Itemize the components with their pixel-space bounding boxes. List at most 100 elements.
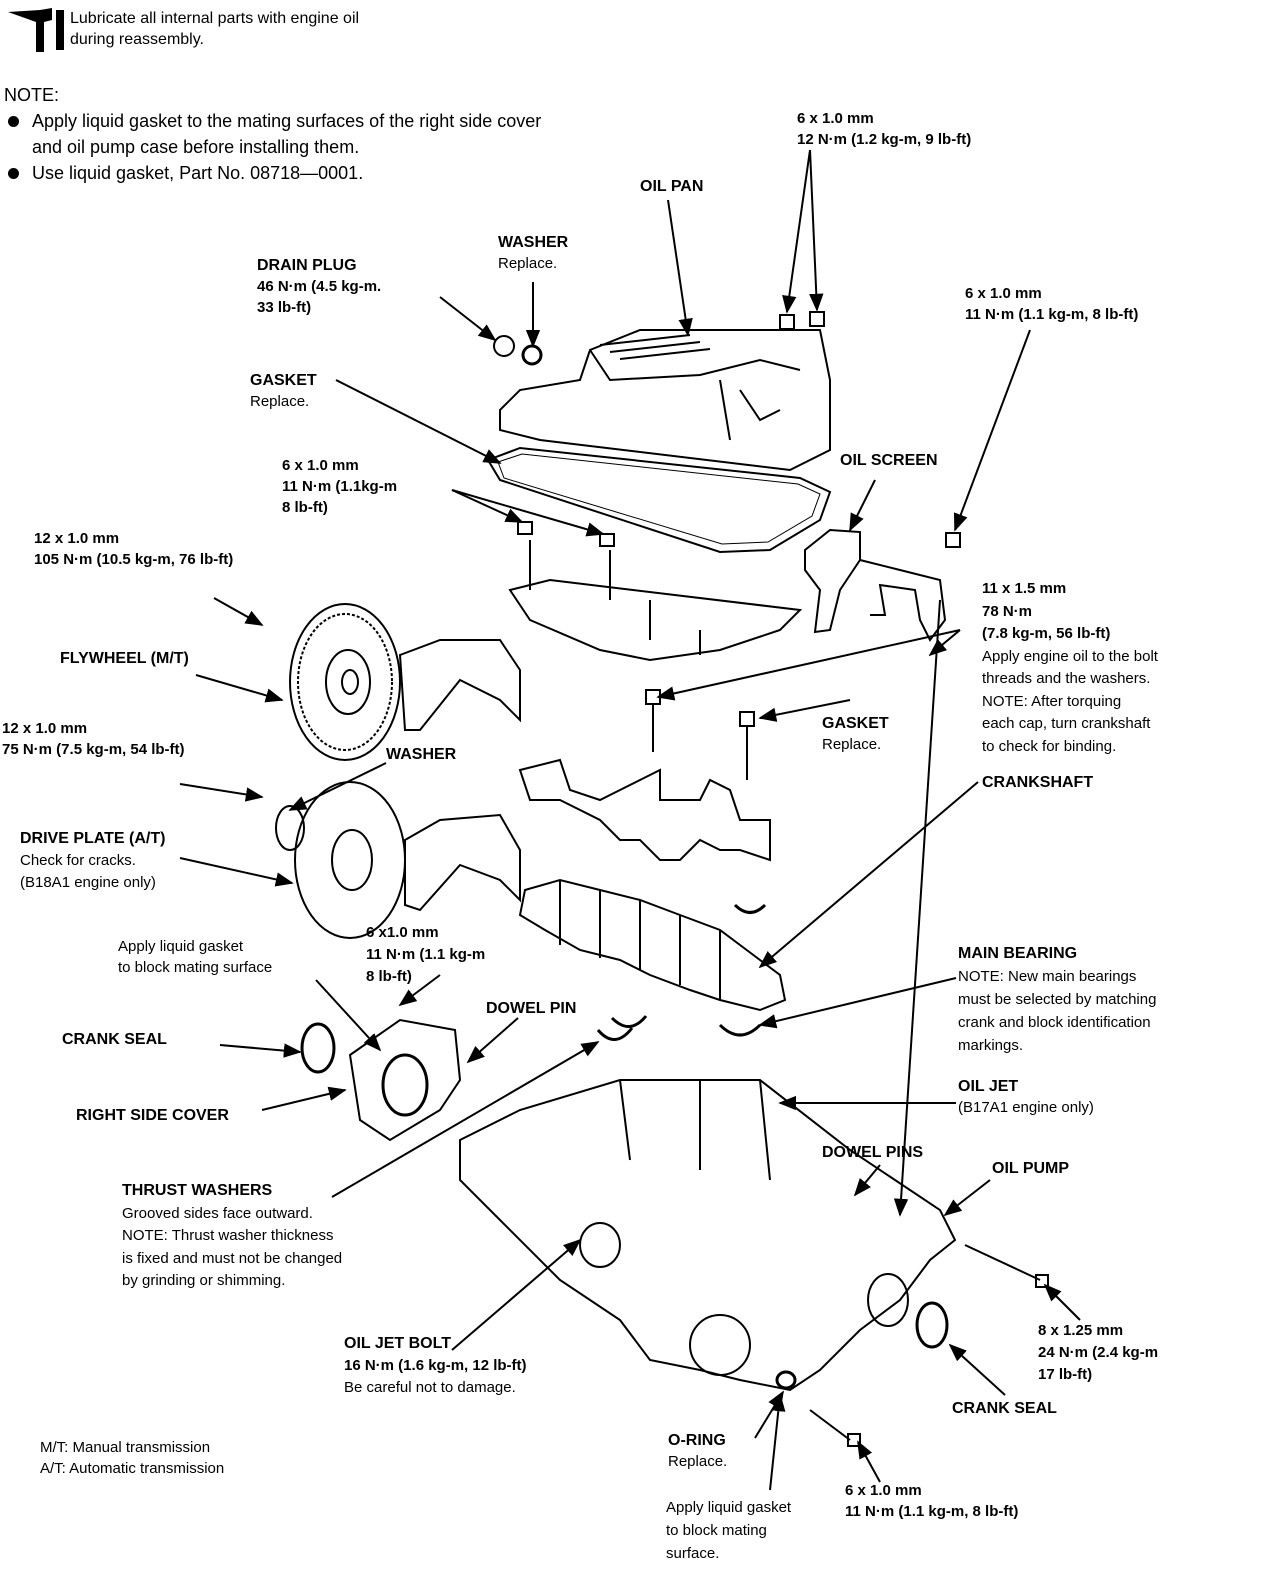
bolt-top-b-torque: 11 N·m (1.1 kg-m, 8 lb-ft) (965, 306, 1139, 323)
cap-bolt-torque-alt: (7.8 kg-m, 56 lb-ft) (982, 625, 1111, 642)
baffle-plate (508, 540, 803, 662)
crank-seal-left-title: CRANK SEAL (62, 1031, 167, 1048)
oil-jet-bolt-torque: 16 N·m (1.6 kg-m, 12 lb-ft) (344, 1357, 527, 1374)
label-oil-pan: OIL PAN (640, 176, 703, 197)
main-bearing-caps (518, 758, 771, 862)
label-bolt-top-a: 6 x 1.0 mm 12 N·m (1.2 kg-m, 9 lb-ft) (797, 108, 971, 150)
drain-plug-title: DRAIN PLUG (257, 257, 357, 274)
bolt-bottom-size: 6 x 1.0 mm (845, 1482, 922, 1499)
label-o-ring: O-RING Replace. (668, 1430, 727, 1472)
o-ring-note: Replace. (668, 1453, 728, 1470)
lubricate-line-1: Lubricate all internal parts with engine… (70, 10, 360, 27)
apply-gasket-left-1: Apply liquid gasket (118, 938, 244, 955)
note-title: NOTE: (4, 85, 60, 105)
apply-gasket-bottom-1: Apply liquid gasket (666, 1499, 792, 1516)
label-oil-pump: OIL PUMP (992, 1158, 1069, 1179)
oil-jet-bolt-title: OIL JET BOLT (344, 1335, 451, 1352)
thrust-washers-note-2: NOTE: Thrust washer thickness (122, 1227, 334, 1244)
main-bearing-note-3: crank and block identification (958, 1014, 1151, 1031)
cap-bolt-note-3: to check for binding. (982, 737, 1117, 755)
flywheel (289, 603, 401, 761)
main-bearing-upper (733, 903, 767, 914)
thrust-washers-note-1: Grooved sides face outward. (122, 1204, 313, 1222)
thrust-washers-note-4: by grinding or shimming. (122, 1272, 286, 1289)
bolt-pan-torque: 11 N·m (1.1kg-m (282, 478, 398, 495)
oil-jet-bolt-caution: Be careful not to damage. (344, 1379, 516, 1396)
drain-washer (521, 344, 543, 366)
label-apply-gasket-bottom: Apply liquid gasket to block mating surf… (666, 1496, 791, 1565)
crank-seal-right-title: CRANK SEAL (952, 1400, 1057, 1417)
bolt-pan-size: 6 x 1.0 mm (282, 457, 359, 474)
label-cap-bolt: 11 x 1.5 mm 78 N·m (7.8 kg-m, 56 lb-ft) … (982, 578, 1158, 758)
thrust-washers-note-3: is fixed and must not be changed (122, 1249, 343, 1267)
leader-lines (179, 149, 1081, 1491)
bolt-cover-size: 6 x1.0 mm (366, 924, 439, 941)
washer-top-title: WASHER (498, 234, 569, 251)
note-block: NOTE: Apply liquid gasket to the mating … (4, 82, 564, 186)
bolt-12-105-size: 12 x 1.0 mm (34, 530, 120, 547)
main-bearing-note-4: markings. (958, 1037, 1024, 1054)
label-gasket-screen: GASKET Replace. (822, 713, 889, 755)
label-crank-seal-right: CRANK SEAL (952, 1398, 1057, 1419)
cap-bolt-note-2: each cap, turn crankshaft (982, 715, 1151, 732)
label-drain-plug: DRAIN PLUG 46 N·m (4.5 kg-m. 33 lb-ft) (257, 255, 381, 318)
lubricate-line-2: during reassembly. (70, 31, 204, 48)
label-bolt-12-105: 12 x 1.0 mm 105 N·m (10.5 kg-m, 76 lb-ft… (34, 528, 233, 570)
label-apply-gasket-left: Apply liquid gasket to block mating surf… (118, 936, 272, 978)
legend-at: A/T: Automatic transmission (40, 1460, 225, 1477)
label-drive-plate: DRIVE PLATE (A/T) Check for cracks. (B18… (20, 828, 165, 894)
crank-seal-left (300, 1022, 336, 1074)
label-crankshaft: CRANKSHAFT (982, 772, 1093, 793)
thrust-washers-title: THRUST WASHERS (122, 1182, 273, 1199)
right-side-cover-title: RIGHT SIDE COVER (76, 1107, 229, 1124)
crankshaft (518, 878, 787, 1012)
oil-screen-title: OIL SCREEN (840, 452, 938, 469)
cap-bolts (645, 689, 755, 780)
label-thrust-washers: THRUST WASHERS Grooved sides face outwar… (122, 1180, 342, 1293)
drive-plate-engine: (B18A1 engine only) (20, 874, 156, 891)
crank-seal-right (915, 1301, 949, 1349)
dowel-pins-title: DOWEL PINS (822, 1144, 924, 1161)
rear-cover-lower (404, 813, 521, 912)
label-oil-jet-bolt: OIL JET BOLT 16 N·m (1.6 kg-m, 12 lb-ft)… (344, 1333, 527, 1399)
bolt-12-75-torque: 75 N·m (7.5 kg-m, 54 lb-ft) (2, 741, 185, 758)
gasket-pan-title: GASKET (250, 372, 317, 389)
bolt-pump-torque-lbft: 17 lb-ft) (1038, 1366, 1093, 1383)
drain-plug (493, 335, 515, 357)
bolt-cover-torque: 11 N·m (1.1 kg-m (366, 946, 486, 963)
gasket-pan-note: Replace. (250, 393, 310, 410)
label-main-bearing: MAIN BEARING NOTE: New main bearings mus… (958, 942, 1156, 1057)
washer-top-note: Replace. (498, 255, 558, 272)
bolt-12-75-size: 12 x 1.0 mm (2, 720, 88, 737)
drive-plate-title: DRIVE PLATE (A/T) (20, 830, 166, 847)
label-bolt-pan: 6 x 1.0 mm 11 N·m (1.1kg-m 8 lb-ft) (282, 455, 397, 518)
washer-mid-title: WASHER (386, 746, 457, 763)
cap-bolt-instruction-1: Apply engine oil to the bolt (982, 647, 1158, 665)
oil-jet-title: OIL JET (958, 1078, 1019, 1095)
oil-can-icon (8, 8, 64, 52)
oil-jet-engine: (B17A1 engine only) (958, 1099, 1094, 1116)
main-bearing-title: MAIN BEARING (958, 945, 1078, 962)
drive-plate-note: Check for cracks. (20, 852, 136, 869)
drain-plug-torque: 46 N·m (4.5 kg-m. (257, 278, 382, 295)
legend-mt: M/T: Manual transmission (40, 1439, 211, 1456)
oil-screen (804, 528, 947, 642)
oil-pan (499, 329, 831, 472)
label-dowel-pins: DOWEL PINS (822, 1142, 923, 1163)
label-bolt-12-75: 12 x 1.0 mm 75 N·m (7.5 kg-m, 54 lb-ft) (2, 718, 185, 760)
engine-block (459, 1079, 957, 1392)
label-right-side-cover: RIGHT SIDE COVER (76, 1105, 229, 1126)
crankshaft-title: CRANKSHAFT (982, 774, 1094, 791)
label-dowel-pin: DOWEL PIN (486, 998, 576, 1019)
label-oil-screen: OIL SCREEN (840, 450, 938, 471)
label-bolt-cover: 6 x1.0 mm 11 N·m (1.1 kg-m 8 lb-ft) (366, 922, 485, 988)
pan-gasket (486, 446, 832, 554)
o-ring-title: O-RING (668, 1432, 726, 1449)
o-ring (775, 1370, 797, 1390)
oil-pan-title: OIL PAN (640, 178, 704, 195)
drain-plug-torque-lbft: 33 lb-ft) (257, 299, 312, 316)
cap-bolt-note-1: NOTE: After torquing (982, 692, 1122, 710)
apply-gasket-left-2: to block mating surface (118, 959, 273, 976)
cap-bolt-torque: 78 N·m (982, 602, 1033, 620)
legend: M/T: Manual transmission A/T: Automatic … (40, 1437, 224, 1479)
